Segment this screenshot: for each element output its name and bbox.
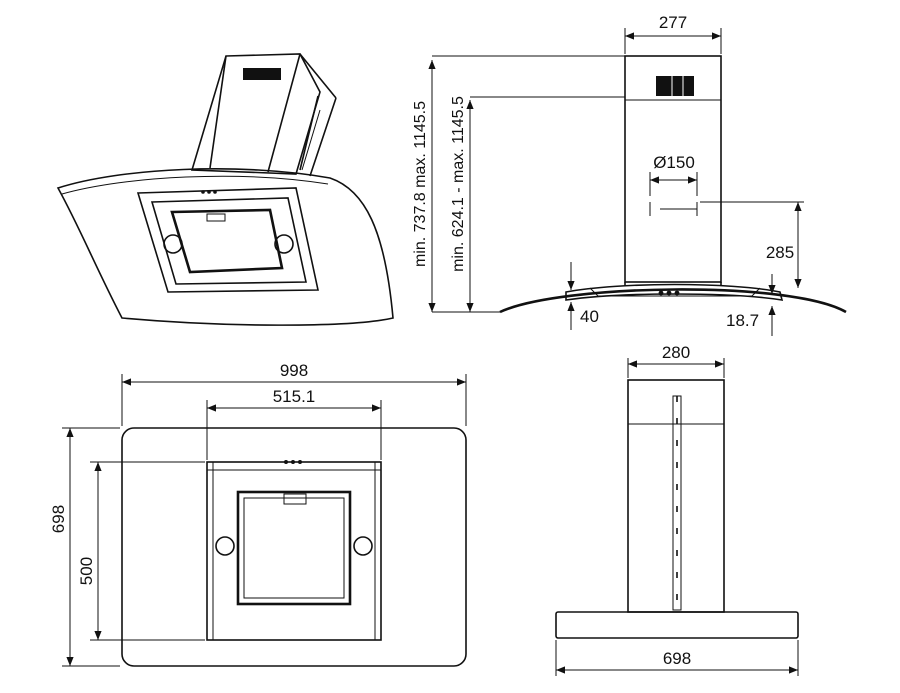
side-bottom-view: 280 698 [555, 343, 799, 676]
inner-width-label: 515.1 [273, 387, 316, 406]
canopy-thickness-label: 40 [580, 307, 599, 326]
total-height-label: 698 [49, 505, 68, 533]
perspective-vent-icon [243, 68, 281, 80]
height-range-a-label: min. 737.8 max. 1145.5 [412, 101, 429, 267]
side-vent-icon [656, 76, 694, 96]
perspective-view [56, 53, 394, 326]
side-bottom-width-label: 280 [662, 343, 690, 362]
perspective-light-left-icon [163, 234, 183, 254]
front-canopy [121, 427, 467, 667]
side-chimney [624, 55, 722, 283]
side-width-label: 277 [659, 13, 687, 32]
front-light-left-icon [215, 536, 235, 556]
front-light-right-icon [353, 536, 373, 556]
front-view: 998 515.1 698 500 [49, 361, 467, 667]
side-view: Ø150 277 min. 737.8 max. 1145.5 min. 624… [412, 13, 847, 336]
side-bottom-canopy [555, 611, 799, 639]
side-bottom-chimney [627, 379, 725, 613]
total-width-label: 998 [280, 361, 308, 380]
outlet-diameter-label: Ø150 [653, 153, 695, 172]
perspective-light-right-icon [274, 234, 294, 254]
perspective-chimney [190, 53, 337, 177]
canopy-edge-label: 18.7 [726, 311, 759, 330]
outlet-height-label: 285 [766, 243, 794, 262]
side-canopy [499, 282, 847, 314]
side-bottom-depth-label: 698 [663, 649, 691, 668]
front-filter [236, 490, 352, 606]
height-range-b-label: min. 624.1 - max. 1145.5 [450, 96, 467, 272]
inner-height-label: 500 [77, 557, 96, 585]
perspective-canopy [56, 168, 394, 326]
